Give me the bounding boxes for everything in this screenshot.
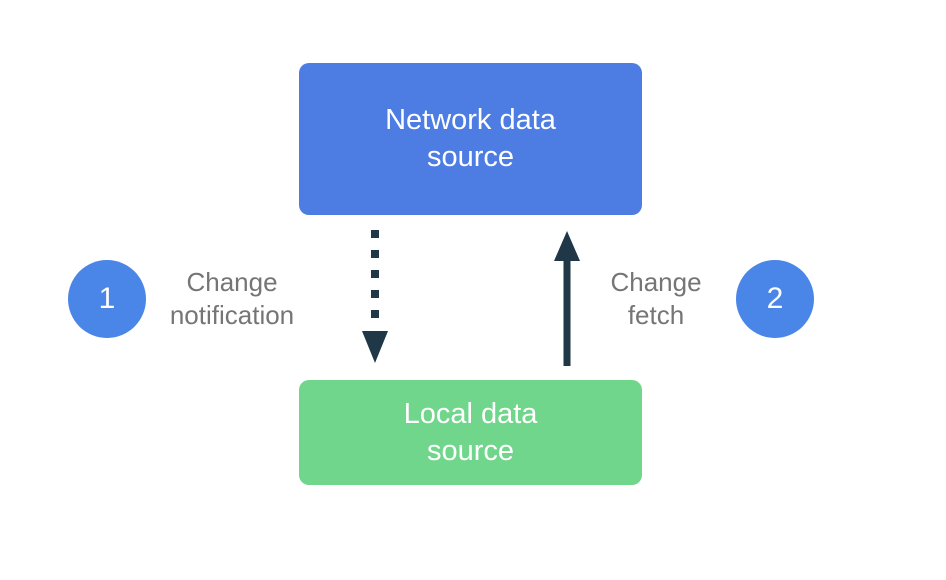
- step-2-number: 2: [766, 282, 784, 315]
- network-box-label-line1: Network data: [385, 104, 556, 136]
- local-box-label-line1: Local data: [403, 397, 538, 430]
- step-1-number: 1: [98, 282, 116, 315]
- local-box-label-line2: source: [426, 434, 515, 467]
- change-notification-label: Change notification: [112, 266, 352, 332]
- change-notification-line2: notification: [169, 300, 295, 330]
- step-1-badge: 1: [68, 260, 146, 338]
- dotted-arrow-down-icon: [362, 230, 388, 363]
- network-box-label-line2: source: [426, 141, 515, 173]
- change-notification-line1: Change: [186, 267, 278, 297]
- local-data-source-box: Local data source: [299, 380, 642, 485]
- change-fetch-line1: Change: [610, 267, 702, 297]
- change-fetch-label: Change fetch: [536, 266, 776, 332]
- network-data-source-box: Network data source: [299, 63, 642, 215]
- step-2-badge: 2: [736, 260, 814, 338]
- change-fetch-line2: fetch: [627, 300, 685, 330]
